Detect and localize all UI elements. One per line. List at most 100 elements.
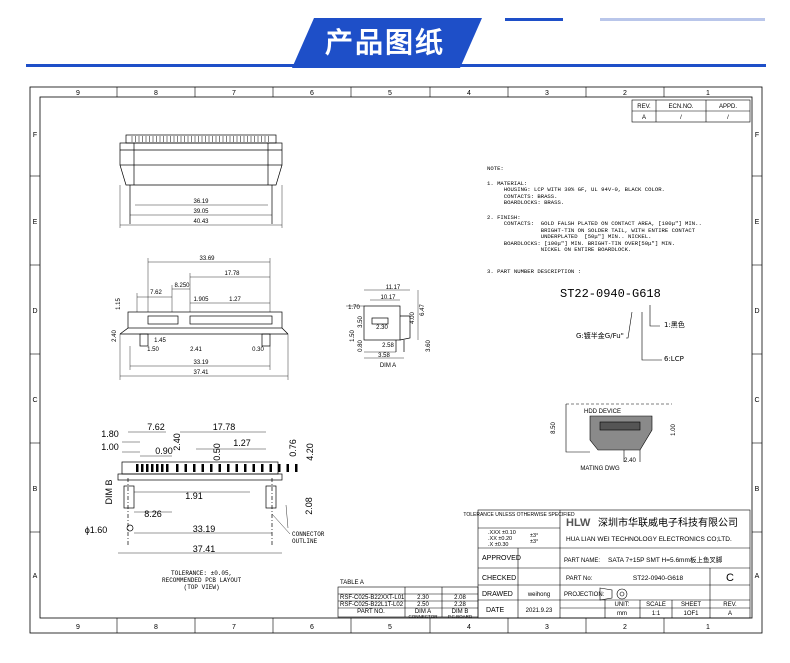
row-label: E [33, 219, 38, 226]
column-label: 2 [623, 624, 627, 631]
dim-label: 2.40 [624, 458, 636, 464]
pcb-pad [136, 464, 139, 472]
dim-label: 1.27 [229, 297, 241, 303]
dim-label: 1.50 [350, 330, 356, 342]
pcb-pad [218, 464, 221, 472]
part-number-code: ST22-0940-G618 [560, 287, 661, 301]
callout-material: 6:LCP [664, 355, 684, 363]
pcb-pad [210, 464, 213, 472]
dim-label: 7.62 [150, 290, 162, 296]
row-label: B [33, 486, 38, 493]
pcb-pad [151, 464, 154, 472]
row-label: A [755, 573, 760, 580]
part-number-callouts [626, 305, 662, 361]
column-label: 6 [310, 624, 314, 631]
dim-label: 4.00 [410, 312, 416, 324]
connector-outline-label: CONNECTOR OUTLINE [292, 531, 325, 545]
dim-label: 1.70 [348, 305, 360, 311]
pcb-layout [117, 461, 283, 546]
column-label: 4 [467, 90, 471, 97]
column-label: 8 [154, 90, 158, 97]
dim-label: 11.17 [386, 285, 401, 291]
row-labels: F E D C B A F E D C B A [32, 132, 759, 580]
dim-label: 36.19 [193, 199, 209, 205]
pcb-pad [227, 464, 230, 472]
pcb-pad [176, 464, 179, 472]
row-label: D [754, 308, 759, 315]
dim-label: 33.19 [193, 360, 209, 366]
hdd-view-text: HDD DEVICE 8.50 1.00 2.40 MATING DWG [551, 409, 677, 472]
column-label: 4 [467, 624, 471, 631]
dim-label: 2.58 [382, 343, 394, 349]
ecn-header: ECN.NO. [668, 104, 693, 110]
callout-plating: G:镀半金G/Fu" [576, 332, 624, 340]
pcb-pad [269, 464, 272, 472]
pcb-pad [193, 464, 196, 472]
section-view [119, 311, 289, 347]
pcb-dimlines [118, 431, 291, 554]
front-view-dimlines [119, 185, 283, 228]
banner: 产品图纸 [0, 0, 790, 78]
pcb-pad [201, 464, 204, 472]
column-label: 9 [76, 624, 80, 631]
side-view-dims: 11.17 10.17 1.70 3.50 2.30 1.50 2.58 3.5… [348, 285, 432, 369]
banner-deco-line [505, 18, 563, 21]
section-view-dimlines [119, 258, 289, 380]
dim-label: 2.41 [190, 347, 202, 353]
dim-label: ϕ1.60 [85, 525, 108, 535]
dim-label: 8.250 [174, 283, 190, 289]
dim-label: 40.43 [193, 219, 209, 225]
dim-label: 7.62 [147, 422, 165, 432]
row-label: F [755, 132, 759, 139]
dim-label: 0.30 [252, 347, 264, 353]
row-label: B [755, 486, 760, 493]
dim-label: 17.78 [213, 422, 236, 432]
row-label: A [33, 573, 38, 580]
pcb-pad [244, 464, 247, 472]
row-label: D [32, 308, 37, 315]
pcb-dims: 7.62 17.78 1.80 1.00 0.90 2.40 0.50 1.27… [85, 422, 315, 554]
pcb-pad [161, 464, 164, 472]
pcb-pad [235, 464, 238, 472]
dim-label: 2.40 [112, 330, 118, 342]
banner-title: 产品图纸 [324, 26, 445, 59]
dim-label: 10.17 [380, 295, 396, 301]
dim-label: 8.50 [551, 422, 557, 434]
dim-label: DIM A [380, 363, 396, 369]
dim-label: 1.00 [671, 424, 677, 436]
dim-label: 0.76 [288, 439, 298, 457]
column-label: 5 [388, 90, 392, 97]
dim-label: 17.78 [224, 271, 240, 277]
column-label: 7 [232, 90, 236, 97]
pcb-pads [136, 464, 298, 472]
pcb-pad [252, 464, 255, 472]
column-label: 8 [154, 624, 158, 631]
dim-label: 1.15 [116, 298, 122, 310]
outer-frame [29, 86, 763, 634]
dim-label: MATING DWG [580, 466, 620, 472]
column-label: 5 [388, 624, 392, 631]
dim-label: 33.69 [199, 256, 215, 262]
notes-partnum: 3. PART NUMBER DESCRIPTION : [487, 268, 581, 275]
dim-label: 37.41 [193, 544, 216, 554]
row-label: C [32, 397, 37, 404]
ecn-value: / [680, 115, 682, 121]
column-label: 1 [706, 624, 710, 631]
pcb-pad [156, 464, 159, 472]
callout-color: 1:黑色 [664, 321, 685, 329]
dim-label: 1.00 [101, 442, 119, 452]
front-view-dims: 36.19 39.05 40.43 [193, 199, 209, 225]
notes-title: NOTE: [487, 165, 504, 172]
pcb-pad [286, 464, 289, 472]
hdd-view [565, 403, 672, 462]
pcb-pad [278, 464, 281, 472]
column-labels-top: 9 8 7 6 5 4 3 2 1 [76, 90, 710, 97]
dim-label: 3.50 [358, 316, 364, 328]
column-label: 3 [545, 90, 549, 97]
notes-material: 1. MATERIAL: HOUSING: LCP WITH 30% GF, U… [487, 180, 665, 207]
pcb-pad [166, 464, 169, 472]
row-label: E [755, 219, 760, 226]
dim-label: 0.80 [358, 340, 364, 352]
dim-label: 8.26 [144, 509, 162, 519]
